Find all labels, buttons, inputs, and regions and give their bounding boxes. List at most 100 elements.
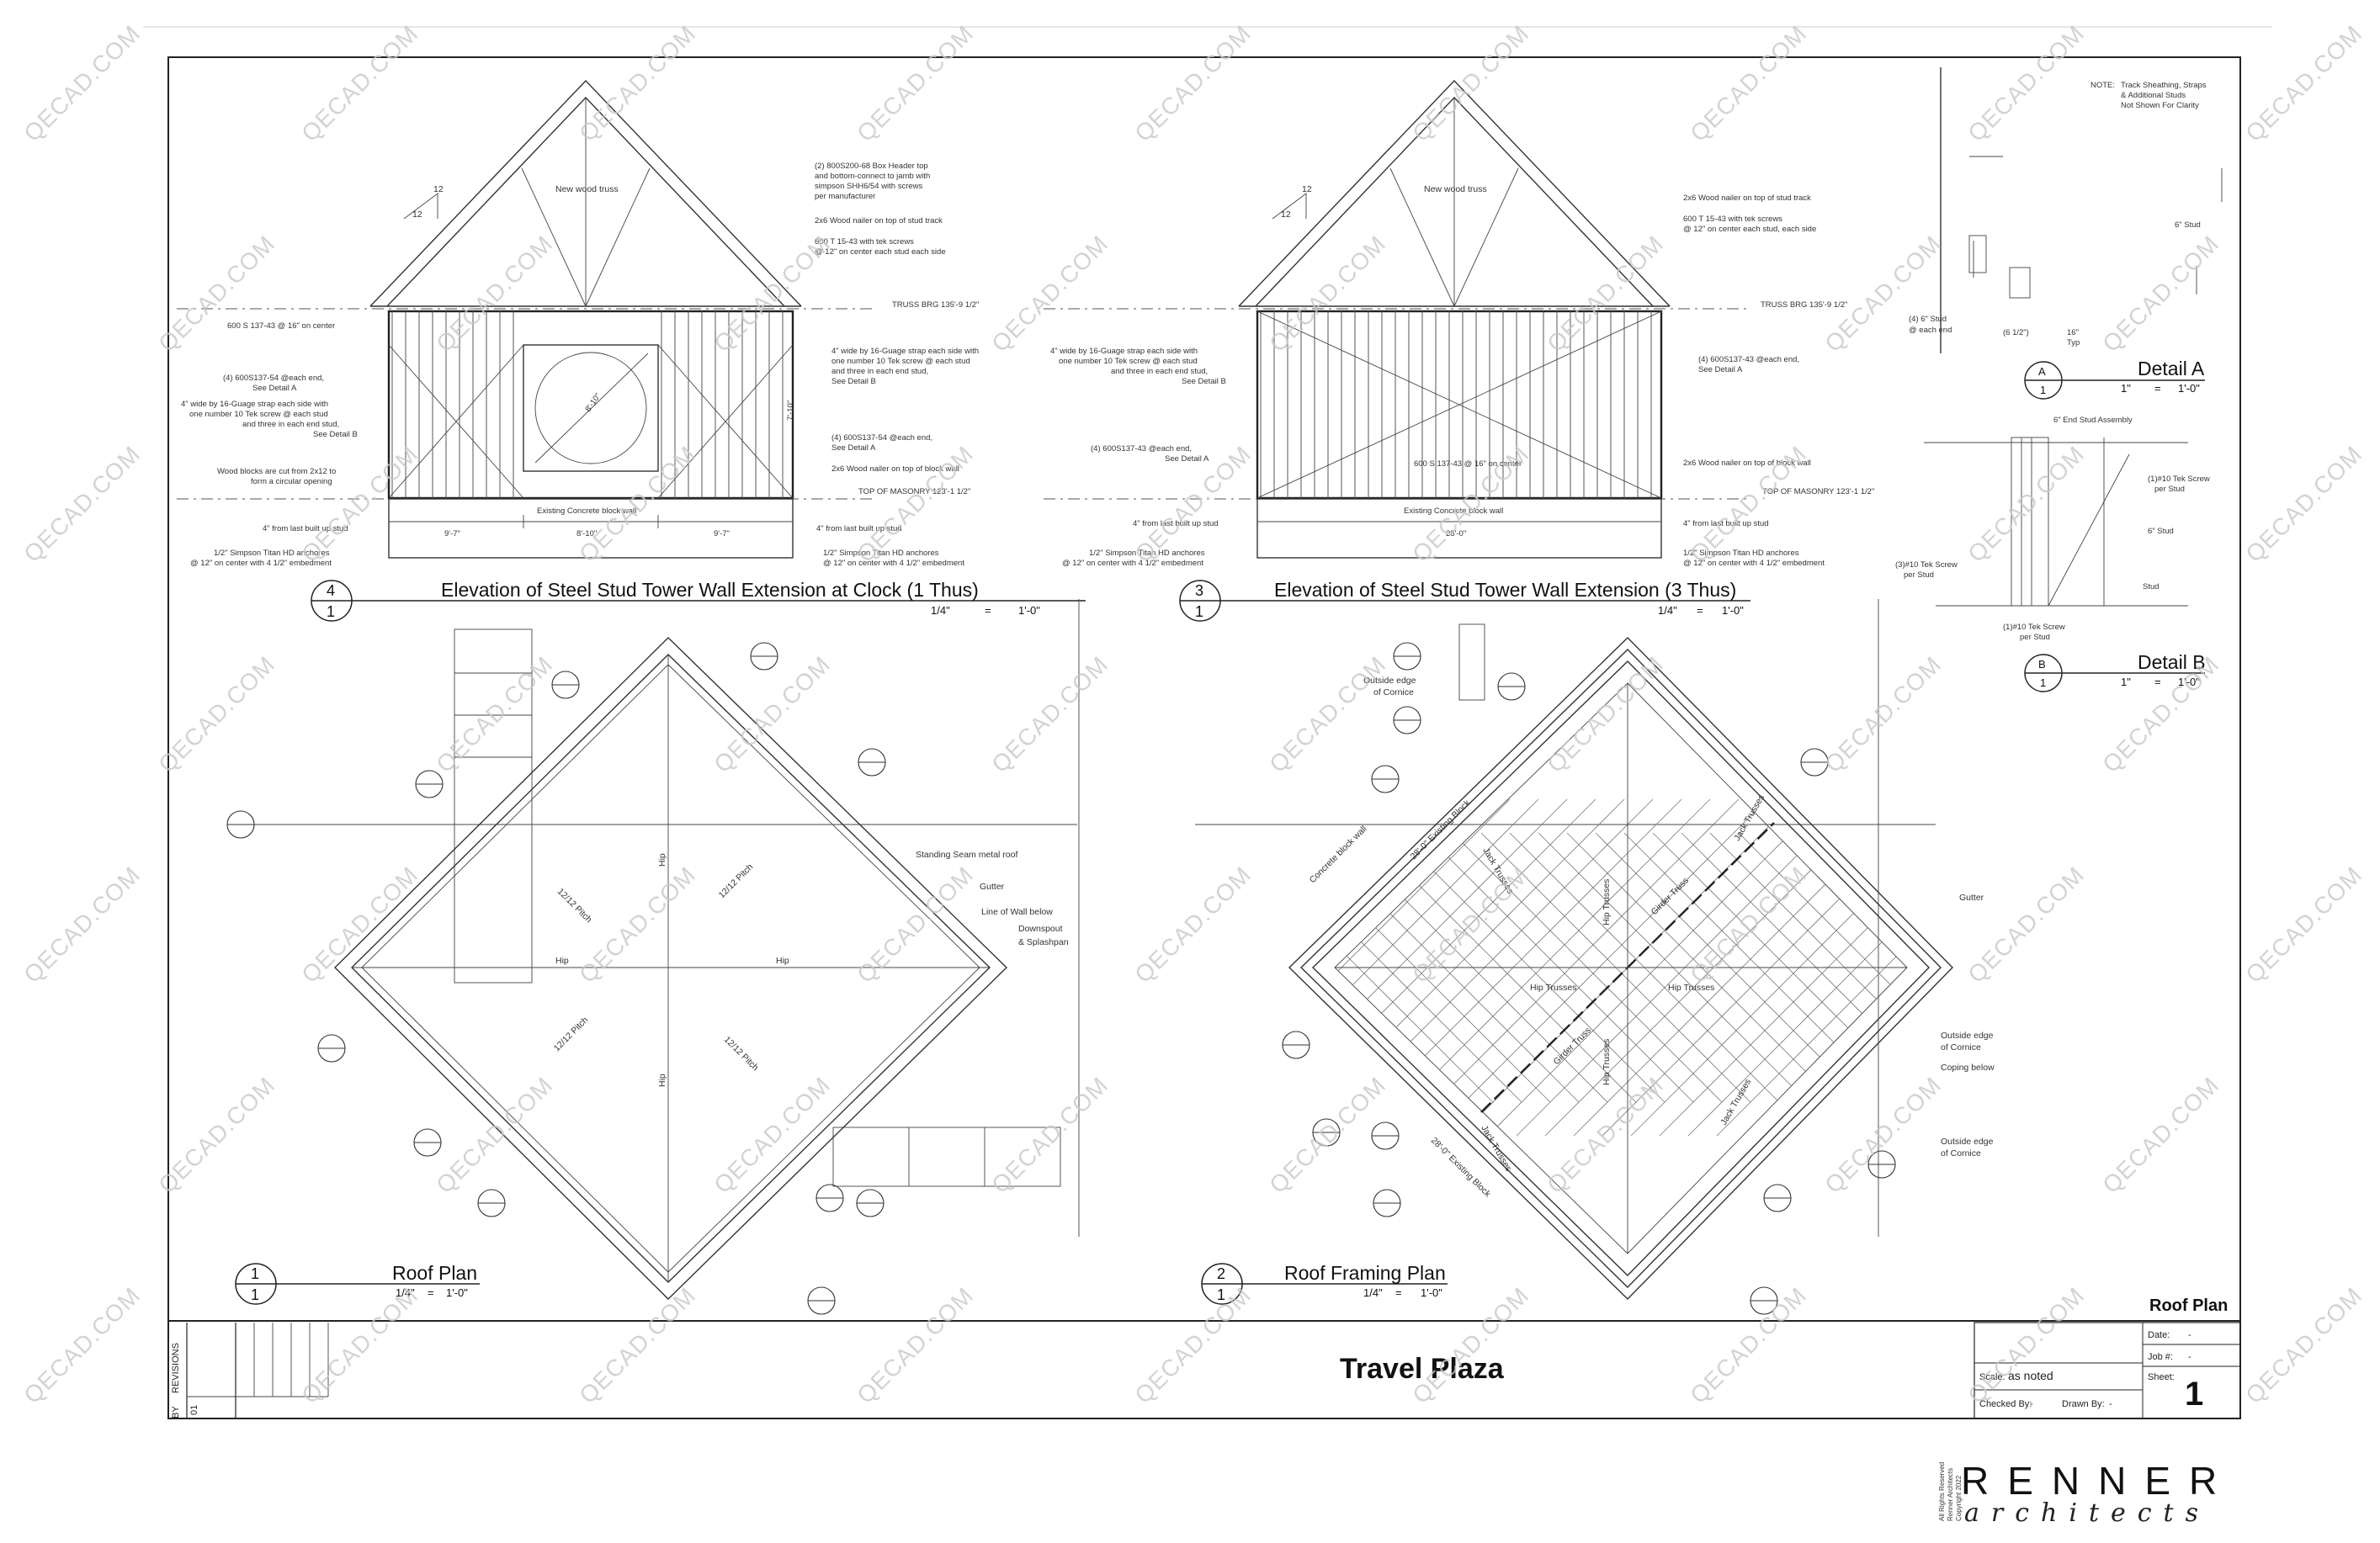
- svg-text:Hip: Hip: [555, 956, 569, 966]
- svg-text:Sheet:: Sheet:: [2148, 1372, 2175, 1382]
- svg-text:(4) 600S137-54 @each end,: (4) 600S137-54 @each end,: [831, 433, 932, 443]
- pitch-rise: 12: [412, 209, 422, 220]
- svg-text:Hip: Hip: [776, 956, 789, 966]
- watermark-text: QECAD.COM: [1820, 231, 1946, 357]
- svg-text:Concrete block wall: Concrete block wall: [1308, 824, 1369, 885]
- elevation-left-title: 4 1 Elevation of Steel Stud Tower Wall E…: [311, 579, 1086, 622]
- watermark-text: QECAD.COM: [1820, 1072, 1946, 1198]
- watermark-text: QECAD.COM: [986, 231, 1113, 357]
- svg-text:per manufacturer: per manufacturer: [815, 192, 875, 201]
- svg-text:1'-0": 1'-0": [1722, 604, 1744, 617]
- svg-text:TOP OF MASONRY 123'-1 1/2": TOP OF MASONRY 123'-1 1/2": [858, 487, 970, 496]
- svg-text:@ 12" on center each stud, eac: @ 12" on center each stud, each side: [1683, 225, 1816, 234]
- svg-text:Drawn By:: Drawn By:: [2062, 1399, 2105, 1409]
- svg-text:1/2" Simpson Titan HD anchores: 1/2" Simpson Titan HD anchores: [214, 549, 330, 558]
- svg-text:-: -: [2188, 1352, 2191, 1362]
- svg-text:-: -: [2030, 1399, 2033, 1409]
- svg-text:7'-10": 7'-10": [786, 400, 795, 421]
- watermark-text: QECAD.COM: [1685, 20, 1811, 146]
- sheet-name: Roof Plan: [2149, 1296, 2228, 1315]
- roof-plan-notes: Hip Hip Hip Hip 12/12 Pitch 12/12 Pitch …: [552, 850, 1069, 1087]
- svg-text:@ 12" on center with 4 1/2" em: @ 12" on center with 4 1/2" embedment: [1683, 559, 1825, 568]
- svg-text:1: 1: [1217, 1286, 1225, 1303]
- watermark-text: QECAD.COM: [2240, 441, 2367, 567]
- watermark-text: QECAD.COM: [986, 1072, 1113, 1198]
- svg-text:9'-7": 9'-7": [714, 529, 730, 538]
- watermark-text: QECAD.COM: [574, 441, 700, 567]
- svg-text:and three in each end stud,: and three in each end stud,: [831, 367, 928, 376]
- watermark-text: QECAD.COM: [296, 441, 422, 567]
- watermark-text: QECAD.COM: [709, 1072, 835, 1198]
- svg-text:& Splashpan: & Splashpan: [1018, 937, 1069, 947]
- svg-text:(3)#10 Tek Screw: (3)#10 Tek Screw: [1895, 560, 1958, 570]
- svg-text:6" End Stud Assembly: 6" End Stud Assembly: [2053, 416, 2133, 425]
- svg-text:@ 12" on center each stud each: @ 12" on center each stud each side: [815, 247, 946, 257]
- watermark-text: QECAD.COM: [574, 1282, 700, 1408]
- svg-text:simpson SHH6/54 with screws: simpson SHH6/54 with screws: [815, 182, 923, 191]
- svg-text:6" Stud: 6" Stud: [2148, 527, 2174, 536]
- watermark-text: QECAD.COM: [2240, 20, 2367, 146]
- watermark-text: QECAD.COM: [2097, 231, 2223, 357]
- watermark-text: QECAD.COM: [852, 1282, 978, 1408]
- svg-text:@ 12" on center with 4 1/2" em: @ 12" on center with 4 1/2" embedment: [190, 559, 332, 568]
- svg-text:Checked By:: Checked By:: [1979, 1399, 2032, 1409]
- svg-text:1'-0": 1'-0": [446, 1286, 468, 1299]
- watermark-text: QECAD.COM: [1963, 441, 2089, 567]
- watermark-text: QECAD.COM: [2240, 862, 2367, 988]
- watermark-text: QECAD.COM: [2240, 1282, 2367, 1408]
- svg-text:Standing Seam metal roof: Standing Seam metal roof: [916, 850, 1017, 860]
- svg-text:(1)#10 Tek Screw: (1)#10 Tek Screw: [2148, 475, 2210, 484]
- svg-text:Girder Truss: Girder Truss: [1552, 1026, 1593, 1067]
- svg-text:4" from last built up stud: 4" from last built up stud: [1133, 519, 1219, 528]
- svg-text:of Cornice: of Cornice: [1373, 687, 1414, 697]
- watermark-text: QECAD.COM: [1407, 862, 1533, 988]
- svg-text:REVISIONS: REVISIONS: [171, 1343, 181, 1393]
- watermark-text: QECAD.COM: [19, 20, 145, 146]
- svg-text:form a circular opening: form a circular opening: [251, 477, 332, 486]
- svg-text:New wood truss: New wood truss: [1424, 184, 1487, 194]
- svg-text:28'-0": 28'-0": [1446, 529, 1466, 538]
- watermark-text: QECAD.COM: [153, 651, 279, 777]
- svg-text:1'-0": 1'-0": [1018, 604, 1040, 617]
- svg-text:Hip Trusses: Hip Trusses: [1602, 1039, 1612, 1085]
- svg-text:@ 12" on center with 4 1/2" em: @ 12" on center with 4 1/2" embedment: [823, 559, 964, 568]
- watermark-text: QECAD.COM: [1407, 20, 1533, 146]
- svg-text:B: B: [2038, 658, 2046, 671]
- svg-text:8'-10": 8'-10": [583, 392, 603, 414]
- svg-text:1'-0": 1'-0": [1421, 1286, 1442, 1299]
- svg-text:Gutter: Gutter: [1959, 893, 1984, 903]
- svg-text:1: 1: [251, 1286, 259, 1303]
- detail-b-heading: Detail B: [2138, 651, 2206, 673]
- svg-text:See Detail B: See Detail B: [1182, 377, 1226, 386]
- svg-text:as noted: as noted: [2008, 1369, 2053, 1382]
- svg-text:2: 2: [1217, 1265, 1225, 1282]
- svg-text:=: =: [1697, 604, 1703, 617]
- svg-text:1: 1: [251, 1265, 259, 1282]
- svg-text:one number 10 Tek screw @ each: one number 10 Tek screw @ each stud: [831, 357, 970, 366]
- svg-text:=: =: [2154, 382, 2161, 395]
- svg-text:9'-7": 9'-7": [444, 529, 460, 538]
- watermark-text: QECAD.COM: [852, 20, 978, 146]
- svg-text:16": 16": [2067, 328, 2079, 337]
- svg-text:(4) 600S137-43 @each end,: (4) 600S137-43 @each end,: [1698, 355, 1799, 364]
- svg-text:See Detail B: See Detail B: [313, 430, 358, 439]
- svg-text:of Cornice: of Cornice: [1941, 1042, 1981, 1053]
- svg-text:600 T 15-43 with tek screws: 600 T 15-43 with tek screws: [1683, 215, 1782, 224]
- svg-text:12/12 Pitch: 12/12 Pitch: [552, 1015, 591, 1053]
- watermark-text: QECAD.COM: [1264, 651, 1390, 777]
- svg-text:one number 10 Tek screw @ each: one number 10 Tek screw @ each stud: [189, 410, 328, 419]
- svg-text:Not Shown For Clarity: Not Shown For Clarity: [2121, 101, 2199, 110]
- svg-text:1/4": 1/4": [396, 1286, 415, 1299]
- detail-b: 6" End Stud Assembly (1)#10 Tek Screw pe…: [1895, 416, 2210, 692]
- watermark-text: QECAD.COM: [1963, 862, 2089, 988]
- svg-text:=: =: [1395, 1286, 1402, 1299]
- svg-text:12: 12: [1281, 209, 1291, 220]
- roof-plan-title: 1 1 Roof Plan 1/4" = 1'-0": [235, 1262, 480, 1305]
- svg-text:2x6 Wood nailer on top of stud: 2x6 Wood nailer on top of stud track: [815, 216, 943, 225]
- watermark-text: QECAD.COM: [574, 862, 700, 988]
- svg-text:Track Sheathing, Straps: Track Sheathing, Straps: [2121, 81, 2207, 90]
- svg-text:Date:: Date:: [2148, 1330, 2170, 1340]
- svg-text:4" from last built up stud: 4" from last built up stud: [816, 524, 902, 533]
- elevation-right-drawing: 12 12: [1044, 79, 1750, 559]
